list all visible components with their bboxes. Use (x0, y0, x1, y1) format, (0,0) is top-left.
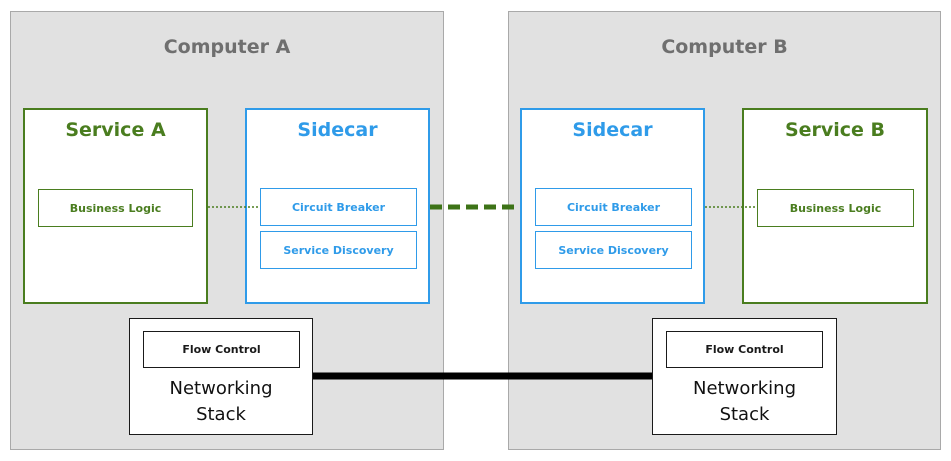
sidecar-a-circuit-breaker: Circuit Breaker (260, 188, 417, 226)
networking-stack-b: Flow Control Networking Stack (652, 318, 837, 435)
sidecar-a-title: Sidecar (297, 119, 378, 141)
networking-stack-a-line2: Stack (196, 404, 246, 425)
flow-control-a: Flow Control (143, 331, 300, 368)
service-a-box: Service A Business Logic (23, 108, 208, 304)
sidecar-b-circuit-breaker: Circuit Breaker (535, 188, 692, 226)
sidecar-b-box: Sidecar Circuit Breaker Service Discover… (520, 108, 705, 304)
networking-stack-b-line1: Networking (693, 378, 796, 399)
networking-stack-b-line2: Stack (719, 404, 770, 425)
computer-a-title: Computer A (163, 36, 291, 58)
sidecar-a-box: Sidecar Circuit Breaker Service Discover… (245, 108, 430, 304)
sidecar-b-title: Sidecar (572, 119, 653, 141)
sidecar-b-service-discovery: Service Discovery (535, 231, 692, 269)
service-b-business-logic: Business Logic (757, 189, 914, 227)
flow-control-b: Flow Control (666, 331, 823, 368)
sidecar-a-service-discovery: Service Discovery (260, 231, 417, 269)
service-a-title: Service A (65, 119, 166, 141)
computer-b-title: Computer B (661, 36, 788, 58)
service-a-business-logic: Business Logic (38, 189, 193, 227)
networking-stack-a: Flow Control Networking Stack (129, 318, 313, 435)
networking-stack-a-line1: Networking (169, 378, 273, 399)
service-b-title: Service B (784, 119, 886, 141)
service-b-box: Service B Business Logic (742, 108, 928, 304)
